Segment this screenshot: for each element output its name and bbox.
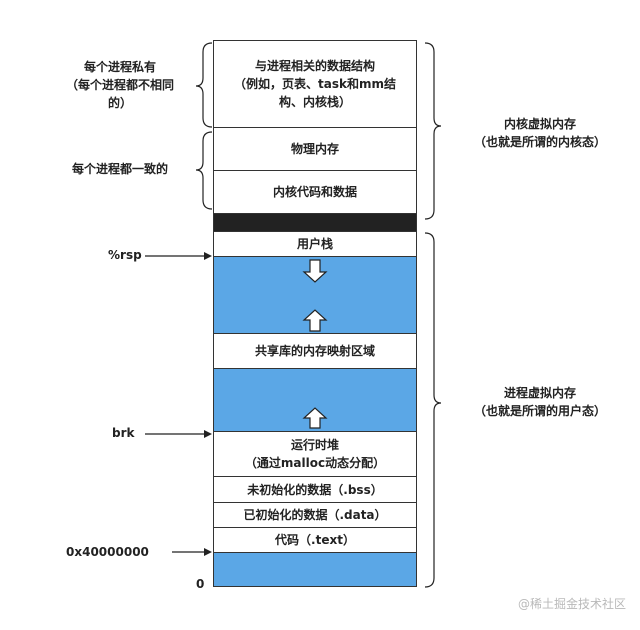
data-segment: 已初始化的数据（.data） <box>213 502 417 528</box>
heap-segment: 运行时堆 （通过malloc动态分配） <box>213 431 417 477</box>
kernel-code-text: 内核代码和数据 <box>272 185 357 199</box>
text-segment-text: 代码（.text） <box>275 533 355 547</box>
kernel-vm-label: 内核虚拟内存 （也就是所谓的内核态） <box>473 117 606 149</box>
zero-label: 0 <box>196 577 205 591</box>
left-brace-private <box>195 42 213 128</box>
rsp-arrow-head <box>204 252 212 260</box>
user-stack-text: 用户栈 <box>296 237 333 251</box>
stack-down-arrow <box>302 259 328 283</box>
shared-label: 每个进程都一致的 <box>71 162 168 176</box>
bottom-region <box>213 552 417 587</box>
right-brace-kernel <box>424 42 442 220</box>
shared-libs-text: 共享库的内存映射区域 <box>254 344 375 358</box>
brk-arrow-head <box>204 430 212 438</box>
private-label: 每个进程私有 （每个进程都不相同 的） <box>65 60 174 110</box>
heap-text: 运行时堆 （通过malloc动态分配） <box>244 438 386 470</box>
bss-segment: 未初始化的数据（.bss） <box>213 476 417 503</box>
process-vm-label: 进程虚拟内存 （也就是所谓的用户态） <box>473 386 606 418</box>
kernel-code-segment: 内核代码和数据 <box>213 170 417 214</box>
rsp-label: %rsp <box>108 248 142 262</box>
heap-up-arrow <box>302 407 328 429</box>
kernel-structs-segment: 与进程相关的数据结构 （例如，页表、task和mm结 构、内核栈） <box>213 40 417 128</box>
left-brace-shared <box>195 131 213 210</box>
mmap-up-arrow <box>302 309 328 332</box>
kernel-structs-text: 与进程相关的数据结构 （例如，页表、task和mm结 构、内核栈） <box>234 59 396 109</box>
brk-label: brk <box>112 426 135 440</box>
data-text: 已初始化的数据（.data） <box>243 508 387 522</box>
watermark: @稀土掘金技术社区 <box>517 597 626 611</box>
right-brace-process <box>424 232 442 588</box>
physical-memory-segment: 物理内存 <box>213 127 417 171</box>
text-start-label: 0x40000000 <box>66 545 149 559</box>
text-segment: 代码（.text） <box>213 527 417 553</box>
bss-text: 未初始化的数据（.bss） <box>247 482 383 497</box>
physical-memory-text: 物理内存 <box>290 142 339 156</box>
shared-libs-segment: 共享库的内存映射区域 <box>213 333 417 369</box>
text-start-arrow-head <box>204 548 212 556</box>
